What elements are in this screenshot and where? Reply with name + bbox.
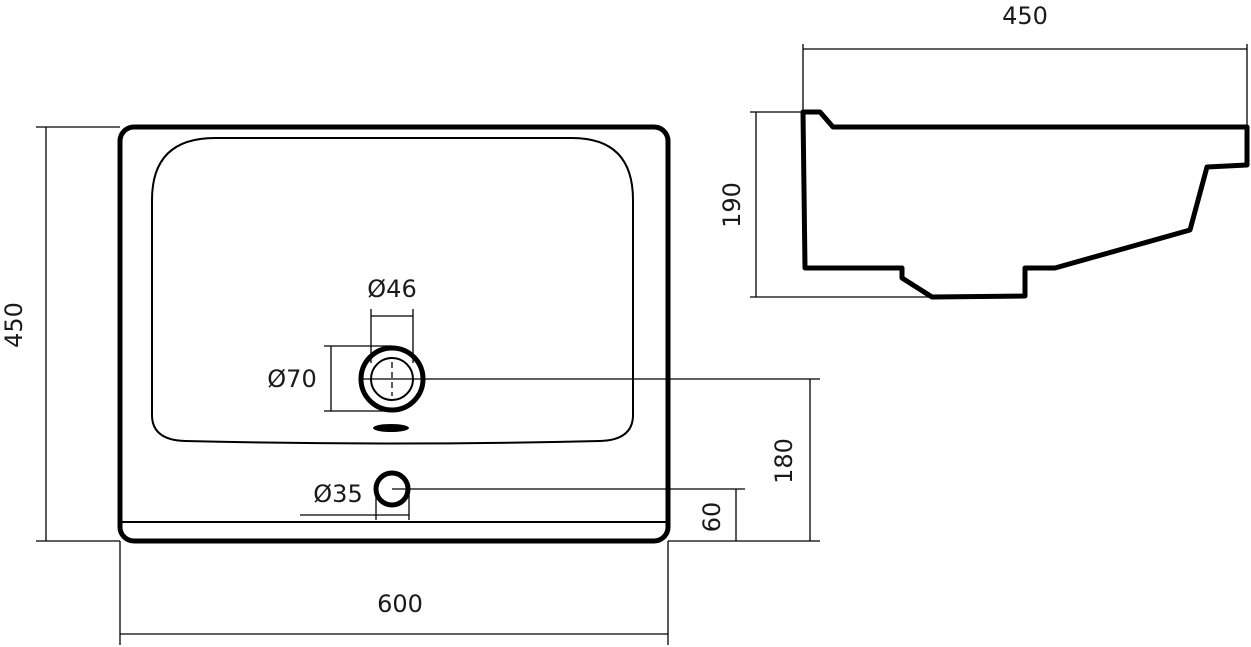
drain-offset-label: 180 bbox=[770, 438, 798, 484]
top-width-label: 450 bbox=[1002, 2, 1048, 30]
tap-offset-label: 60 bbox=[698, 502, 726, 533]
plan-depth-label: 450 bbox=[0, 302, 28, 348]
plan-width-label: 600 bbox=[377, 590, 423, 618]
overflow-hole-label: Ø46 bbox=[367, 275, 416, 303]
basin-outline bbox=[117, 124, 671, 544]
side-profile bbox=[800, 109, 1250, 300]
side-height-label: 190 bbox=[718, 182, 746, 228]
plan-view bbox=[117, 124, 671, 544]
side-dimensions: 450 190 bbox=[718, 2, 1248, 298]
overflow-slot bbox=[373, 424, 409, 432]
drain-hole-label: Ø70 bbox=[267, 365, 316, 393]
plan-dimensions: 450 600 Ø46 Ø70 180 Ø35 60 bbox=[0, 126, 820, 645]
tap-hole-label: Ø35 bbox=[313, 480, 362, 508]
side-view bbox=[800, 109, 1250, 300]
inner-bowl-outline bbox=[151, 137, 634, 445]
